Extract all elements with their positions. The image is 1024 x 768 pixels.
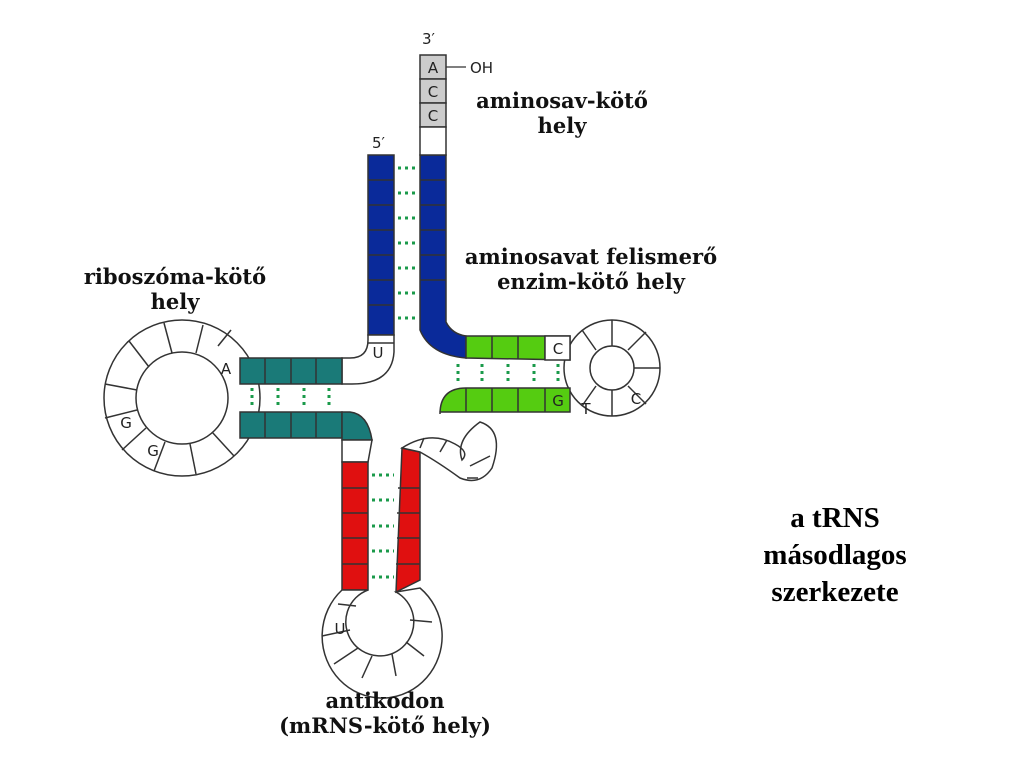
connector-nucleotide-u: U xyxy=(373,344,384,362)
anticodon-line2: (mRNS-kötő hely) xyxy=(279,713,491,738)
amino-site-line2: hely xyxy=(537,113,587,138)
acceptor-stem xyxy=(367,154,467,359)
ribosome-site-line1: riboszóma-kötő xyxy=(83,264,267,289)
three-prime-label: 3′ xyxy=(422,30,436,48)
ribosome-binding-site-label: riboszóma-kötő hely xyxy=(80,264,270,314)
variable-loop xyxy=(400,421,498,482)
diagram-title: a tRNS másodlagos szerkezete xyxy=(720,500,950,611)
tail-nucleotide-c2-label: C xyxy=(428,107,438,125)
anticodon-stem xyxy=(341,439,421,594)
title-line2: másodlagos xyxy=(763,539,907,571)
amino-site-line1: aminosav-kötő xyxy=(476,88,648,113)
t-loop-nucleotide-c2: C xyxy=(631,390,641,408)
d-loop-nucleotide-g2: G xyxy=(147,442,159,460)
d-stem xyxy=(239,357,373,441)
anticodon-label: antikodon (mRNS-kötő hely) xyxy=(270,688,500,738)
t-stem-base-pairs xyxy=(456,364,560,384)
anticodon-nucleotide-u: U xyxy=(335,620,346,638)
amino-acid-binding-site-label: aminosav-kötő hely xyxy=(462,88,662,138)
t-loop xyxy=(563,319,661,417)
tail-nucleotide-c1-label: C xyxy=(428,83,438,101)
t-stem xyxy=(439,335,571,415)
ribosome-site-line2: hely xyxy=(150,289,200,314)
acceptor-stem-base-pairs xyxy=(398,166,418,320)
five-prime-label: 5′ xyxy=(372,134,386,152)
t-loop-nucleotide-g: G xyxy=(552,392,564,410)
enzyme-binding-site-label: aminosavat felismerő enzim-kötő hely xyxy=(456,244,726,294)
title-line1: a tRNS xyxy=(790,502,880,534)
connector-strand xyxy=(341,334,395,385)
anticodon-line1: antikodon xyxy=(325,688,445,713)
d-loop-nucleotide-a: A xyxy=(221,360,232,378)
enzyme-site-line1: aminosavat felismerő xyxy=(464,244,718,269)
acceptor-tail xyxy=(419,54,466,156)
anticodon-loop xyxy=(321,587,443,699)
t-loop-nucleotide-t: T xyxy=(580,400,591,418)
d-loop xyxy=(103,319,261,477)
enzyme-site-line2: enzim-kötő hely xyxy=(497,269,685,294)
d-stem-base-pairs xyxy=(250,388,331,408)
anticodon-stem-base-pairs xyxy=(372,473,394,579)
t-loop-nucleotide-c1: C xyxy=(553,340,563,358)
d-loop-nucleotide-g1: G xyxy=(120,414,132,432)
title-line3: szerkezete xyxy=(771,576,899,608)
hydroxyl-label: OH xyxy=(470,59,493,77)
tail-nucleotide-a-label: A xyxy=(428,59,439,77)
